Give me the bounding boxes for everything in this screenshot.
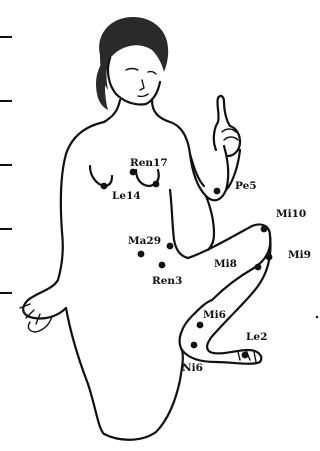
point-lel14-dot-right [153,181,160,188]
acupoints: Ren17 Le14 Pe5 Mi10 Ma29 Mi9 Mi8 [101,157,311,374]
point-ma29: Ma29 [128,235,173,257]
point-ma29-dot-left [138,251,145,258]
point-ren3: Ren3 [152,262,182,287]
label-ma29: Ma29 [128,235,161,247]
point-mi10-dot [261,226,268,233]
point-mi6-dot [197,322,204,329]
kneeling-leg [66,308,183,440]
label-ren17: Ren17 [130,157,168,169]
label-mi10: Mi10 [276,208,306,220]
point-ren17-dot [130,169,137,176]
point-ma29-dot [167,243,174,250]
point-pe5-dot [214,188,221,195]
breast-left [90,166,112,186]
point-ren3-dot [159,262,166,269]
label-ren3: Ren3 [152,275,182,287]
label-ni6: Ni6 [182,362,203,374]
point-mi9-dot [266,254,273,261]
point-lel14-dot-left [101,183,108,190]
body-right-outline [170,122,228,250]
point-mi8-dot [255,264,262,271]
point-ni6-dot [191,342,198,349]
label-mi8: Mi8 [214,258,237,270]
label-mi6: Mi6 [203,309,226,321]
point-le2-dot [242,352,249,359]
point-ren17: Ren17 [130,157,168,175]
stray-mark [316,316,318,318]
label-pe5: Pe5 [235,180,257,192]
body-left-outline [23,122,104,319]
label-lel14: Le14 [112,190,141,202]
point-mi9: Mi9 [266,249,311,261]
point-pe5: Pe5 [214,180,257,194]
face-outline [108,58,160,105]
label-le2: Le2 [246,331,267,343]
raised-hand [214,96,240,156]
face-features [126,69,156,97]
margin-ticks [0,37,12,293]
label-mi9: Mi9 [288,249,311,261]
